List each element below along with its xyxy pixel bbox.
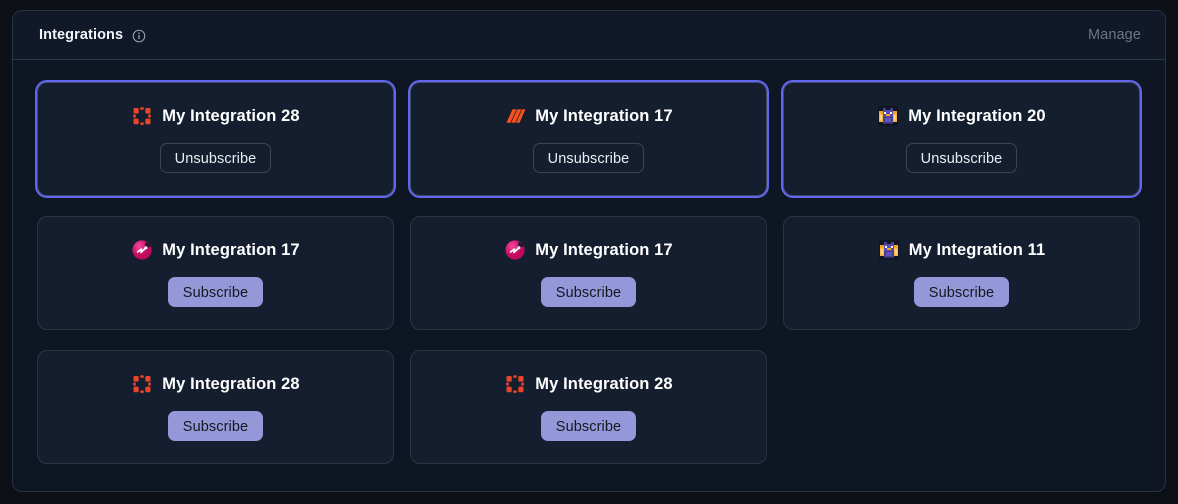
integration-card[interactable]: My Integration 28 Subscribe (410, 350, 767, 464)
integration-title: My Integration 17 (535, 240, 673, 259)
integration-title: My Integration 28 (535, 374, 673, 393)
integration-title: My Integration 17 (535, 106, 673, 125)
integration-title: My Integration 20 (908, 106, 1046, 125)
panel-header: Integrations Manage (13, 11, 1165, 60)
integration-card-header: My Integration 17 (504, 105, 673, 127)
panel-header-left: Integrations (39, 27, 146, 43)
orange-diagonal-stripes-icon (504, 105, 526, 127)
integration-card[interactable]: My Integration 28 Subscribe (37, 350, 394, 464)
integration-title: My Integration 28 (162, 106, 300, 125)
subscribe-button[interactable]: Subscribe (913, 277, 1010, 307)
integration-card[interactable]: My Integration 28 Unsubscribe (37, 82, 394, 196)
pink-circle-arrow-icon (504, 239, 526, 261)
unsubscribe-button[interactable]: Unsubscribe (905, 143, 1018, 173)
integration-card[interactable]: My Integration 17 Subscribe (410, 216, 767, 330)
manage-link[interactable]: Manage (1088, 27, 1141, 43)
integration-card-header: My Integration 17 (504, 239, 673, 261)
page-title: Integrations (39, 27, 124, 43)
subscribe-button[interactable]: Subscribe (167, 411, 264, 441)
info-icon[interactable] (132, 29, 146, 43)
integration-card-header: My Integration 28 (131, 105, 300, 127)
red-blocks-grid-icon (131, 373, 153, 395)
integration-title: My Integration 17 (162, 240, 300, 259)
integration-title: My Integration 28 (162, 374, 300, 393)
integration-card-header: My Integration 20 (877, 105, 1046, 127)
unsubscribe-button[interactable]: Unsubscribe (159, 143, 272, 173)
red-blocks-grid-icon (131, 105, 153, 127)
integration-card[interactable]: My Integration 17 Unsubscribe (410, 82, 767, 196)
integration-card[interactable]: My Integration 20 Unsubscribe (783, 82, 1140, 196)
red-blocks-grid-icon (504, 373, 526, 395)
subscribe-button[interactable]: Subscribe (167, 277, 264, 307)
pixel-cat-avatar-icon (877, 105, 899, 127)
pixel-cat-avatar-icon (878, 239, 900, 261)
subscribe-button[interactable]: Subscribe (540, 411, 637, 441)
integration-card-header: My Integration 28 (504, 373, 673, 395)
integration-card-header: My Integration 28 (131, 373, 300, 395)
subscribe-button[interactable]: Subscribe (540, 277, 637, 307)
integration-title: My Integration 11 (908, 240, 1046, 259)
integration-card-header: My Integration 11 (878, 239, 1045, 261)
integration-card[interactable]: My Integration 11 Subscribe (783, 216, 1140, 330)
pink-circle-arrow-icon (131, 239, 153, 261)
integrations-panel: Integrations Manage My Integration 28 Uns… (12, 10, 1166, 492)
integration-card[interactable]: My Integration 17 Subscribe (37, 216, 394, 330)
integration-card-header: My Integration 17 (131, 239, 300, 261)
unsubscribe-button[interactable]: Unsubscribe (532, 143, 645, 173)
